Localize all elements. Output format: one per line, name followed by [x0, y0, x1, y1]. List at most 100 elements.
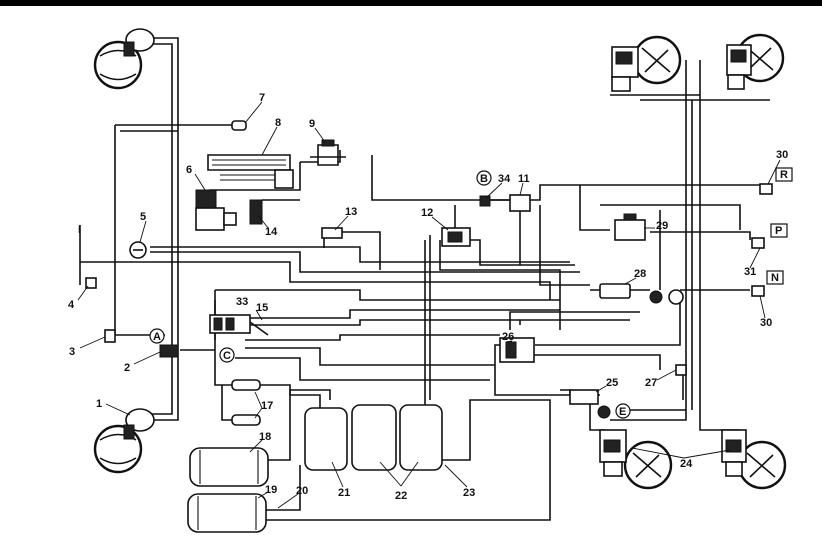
- callout-33: 33: [236, 296, 248, 308]
- top-border: [0, 0, 822, 6]
- component-7: [231, 120, 247, 131]
- callout-28: 28: [634, 268, 646, 280]
- component-27: [675, 364, 687, 376]
- air-line: [530, 354, 661, 370]
- air-line: [215, 289, 560, 301]
- air-line: [114, 125, 165, 336]
- component-11: [509, 194, 531, 212]
- air-line: [371, 155, 520, 201]
- air-line: [340, 231, 381, 270]
- air-line: [266, 465, 301, 511]
- callout-2: 2: [124, 362, 130, 374]
- callout-25: 25: [606, 377, 618, 389]
- component-29: [614, 213, 646, 241]
- air-line: [245, 334, 500, 341]
- component-30-31-switches: [751, 183, 773, 297]
- circle-B: [476, 170, 492, 186]
- tank-22-right: [399, 404, 443, 471]
- air-line: [535, 300, 681, 346]
- air-line: [235, 357, 490, 381]
- component-4: [85, 277, 97, 289]
- tank-18: [189, 447, 269, 487]
- air-line: [610, 60, 687, 421]
- callout-29: 29: [656, 220, 668, 232]
- callout-22: 22: [395, 490, 407, 502]
- air-line: [245, 347, 495, 366]
- air-line: [300, 150, 341, 163]
- air-line: [439, 240, 561, 330]
- callout-17: 17: [261, 400, 273, 412]
- callout-20: 20: [296, 485, 308, 497]
- label-I: I: [78, 224, 81, 236]
- callout-labels: 7 8 9 6 14 5 13 12 34 11 30 29 31 30 4 3…: [68, 92, 793, 502]
- circle-C: [219, 347, 235, 363]
- air-line: [268, 389, 331, 461]
- callout-7: 7: [259, 92, 265, 104]
- callout-34: 34: [498, 173, 511, 185]
- wheel-rear-right-top-1: [611, 35, 682, 92]
- tank-21: [304, 407, 348, 471]
- air-line: [470, 239, 575, 266]
- callout-15: 15: [256, 302, 268, 314]
- callout-8: 8: [275, 117, 281, 129]
- wheel-front-left-top: [93, 28, 155, 90]
- label-A: A: [153, 331, 161, 343]
- air-line: [519, 319, 630, 325]
- tank-22-left: [351, 404, 397, 471]
- component-13: [321, 227, 343, 248]
- callout-23: 23: [463, 487, 475, 499]
- air-line: [80, 261, 551, 300]
- component-26: [499, 337, 535, 363]
- component-14: [249, 199, 263, 225]
- air-line: [245, 319, 520, 326]
- callout-31: 31: [744, 266, 756, 278]
- component-33-15-block: [209, 314, 269, 336]
- wheel-rear-right-top-2: [726, 33, 785, 90]
- label-B: B: [480, 173, 488, 185]
- circle-E: [615, 403, 631, 419]
- callout-14: 14: [265, 226, 278, 238]
- callout-18: 18: [259, 431, 271, 443]
- label-C: C: [223, 350, 231, 362]
- callout-1: 1: [96, 398, 102, 410]
- callout-6: 6: [186, 164, 192, 176]
- air-line: [509, 311, 640, 330]
- callout-4: 4: [68, 299, 75, 311]
- air-line: [530, 184, 760, 201]
- label-N: N: [771, 272, 779, 284]
- air-line: [150, 37, 179, 421]
- wheel-front-left-bottom: [93, 408, 155, 474]
- callout-19: 19: [265, 484, 277, 496]
- component-17-valves: [231, 379, 261, 426]
- box-N: [766, 270, 784, 285]
- label-P: P: [775, 225, 782, 237]
- callout-21: 21: [338, 487, 350, 499]
- box-R: [775, 167, 793, 182]
- air-line: [579, 185, 610, 231]
- component-5-gauge: [129, 241, 147, 259]
- tank-19: [187, 493, 267, 533]
- callout-5: 5: [140, 211, 146, 223]
- callout-3: 3: [69, 346, 75, 358]
- callout-27: 27: [645, 377, 657, 389]
- air-line: [650, 231, 751, 240]
- callout-26: 26: [502, 331, 514, 343]
- air-line: [539, 205, 590, 286]
- component-2: [159, 344, 179, 358]
- component-pressure-switches: [649, 289, 684, 305]
- air-line: [245, 309, 560, 319]
- component-34: [479, 195, 491, 207]
- leader-lines: [77, 101, 781, 509]
- air-line: [150, 43, 173, 415]
- callout-9: 9: [309, 118, 315, 130]
- circle-A: [149, 328, 165, 344]
- component-25: [569, 389, 599, 405]
- air-line: [699, 60, 740, 431]
- air-line: [221, 385, 235, 421]
- air-lines: [79, 37, 770, 521]
- component-E-sensor: [597, 405, 611, 419]
- callout-24: 24: [680, 458, 693, 470]
- box-P: [770, 223, 788, 238]
- air-line: [200, 399, 551, 521]
